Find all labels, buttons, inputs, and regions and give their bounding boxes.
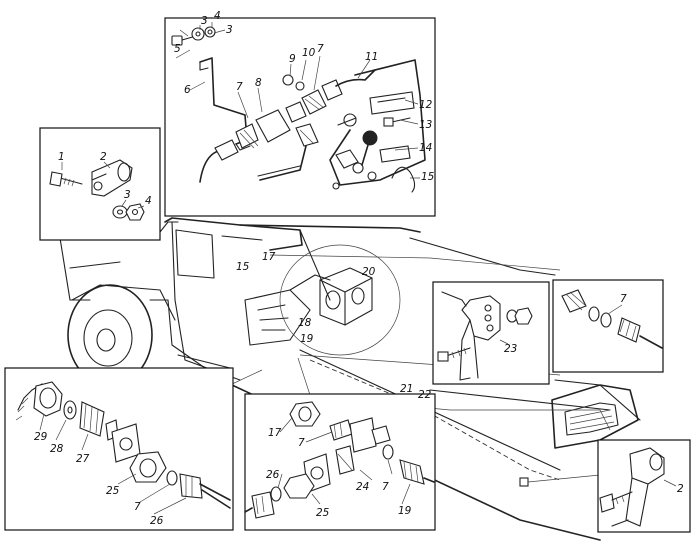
label-17b: 17 bbox=[268, 427, 282, 439]
label-26a: 26 bbox=[150, 515, 164, 527]
label-1: 1 bbox=[58, 151, 65, 163]
label-29: 29 bbox=[34, 431, 48, 443]
label-7f: 7 bbox=[382, 481, 389, 493]
label-21: 21 bbox=[400, 383, 413, 395]
detail-box-left bbox=[39, 127, 161, 241]
cable-route bbox=[309, 359, 561, 481]
label-2b: 2 bbox=[677, 483, 684, 495]
label-5: 5 bbox=[174, 43, 181, 55]
label-27: 27 bbox=[76, 453, 90, 465]
detail-box-bottom-left bbox=[4, 367, 234, 531]
label-3c: 3 bbox=[124, 189, 131, 201]
label-14: 14 bbox=[419, 142, 432, 154]
detail-box-7 bbox=[552, 279, 664, 373]
label-3b: 3 bbox=[226, 24, 233, 36]
label-7d: 7 bbox=[134, 501, 141, 513]
part-labels: 3 4 3 5 6 7 8 9 10 7 11 12 13 14 15 1 2 … bbox=[34, 10, 684, 527]
detail-box-bottom-right bbox=[597, 439, 691, 533]
detail-box-bottom-center bbox=[244, 393, 436, 531]
label-24: 24 bbox=[356, 481, 369, 493]
rear-lamp bbox=[551, 384, 639, 449]
label-18: 18 bbox=[298, 317, 312, 329]
label-10: 10 bbox=[302, 47, 316, 59]
label-7a: 7 bbox=[236, 81, 243, 93]
label-4a: 4 bbox=[214, 10, 221, 22]
label-2a: 2 bbox=[100, 151, 107, 163]
label-25a: 25 bbox=[106, 485, 120, 497]
label-8: 8 bbox=[255, 77, 262, 89]
label-3a: 3 bbox=[201, 15, 208, 27]
switch-unit-20 bbox=[319, 267, 373, 326]
label-7c: 7 bbox=[620, 293, 627, 305]
label-7b: 7 bbox=[317, 43, 324, 55]
detail-box-23 bbox=[432, 281, 550, 385]
label-19a: 19 bbox=[300, 333, 314, 345]
label-17a: 17 bbox=[262, 251, 276, 263]
label-22: 22 bbox=[418, 389, 432, 401]
label-4b: 4 bbox=[145, 195, 152, 207]
label-6: 6 bbox=[184, 84, 191, 96]
label-19b: 19 bbox=[398, 505, 412, 517]
label-25b: 25 bbox=[316, 507, 330, 519]
label-20: 20 bbox=[362, 266, 376, 278]
label-13: 13 bbox=[419, 119, 432, 131]
label-28: 28 bbox=[50, 443, 64, 455]
label-11: 11 bbox=[365, 51, 378, 63]
label-9: 9 bbox=[289, 53, 296, 65]
cab-window bbox=[175, 229, 215, 279]
detail-box-top bbox=[164, 17, 436, 217]
tee-fitting-8 bbox=[255, 109, 291, 143]
label-23: 23 bbox=[504, 343, 517, 355]
label-12: 12 bbox=[419, 99, 433, 111]
label-7e: 7 bbox=[298, 437, 305, 449]
label-15a: 15 bbox=[421, 171, 435, 183]
tee-fitting-24 bbox=[349, 417, 377, 453]
label-26b: 26 bbox=[266, 469, 280, 481]
label-15b: 15 bbox=[236, 261, 250, 273]
